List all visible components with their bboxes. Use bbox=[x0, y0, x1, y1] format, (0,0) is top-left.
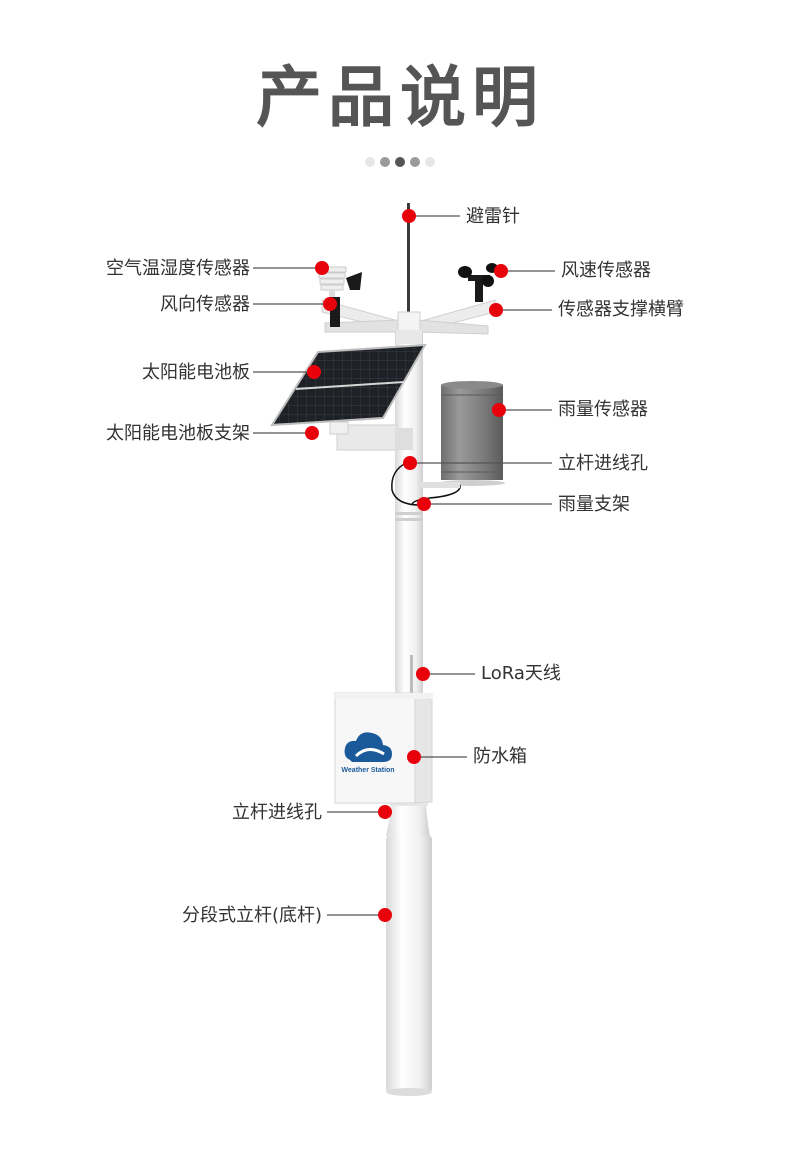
callout-label-pole-cable-hole-lower: 立杆进线孔 bbox=[232, 802, 322, 823]
temp-humidity-shield bbox=[317, 266, 347, 300]
logo-text: Weather Station bbox=[341, 767, 394, 774]
lightning-rod bbox=[407, 203, 410, 328]
pager-dot[interactable] bbox=[395, 157, 405, 167]
callout-label-sensor-crossarm: 传感器支撑横臂 bbox=[558, 299, 684, 320]
marker-temp-humidity-sensor[interactable] bbox=[315, 261, 329, 275]
callout-label-wind-direction-sensor: 风向传感器 bbox=[160, 294, 250, 315]
marker-pole-cable-hole-upper[interactable] bbox=[403, 456, 417, 470]
marker-lora-antenna[interactable] bbox=[416, 667, 430, 681]
solar-bracket-graphic bbox=[329, 421, 413, 451]
callout-label-rain-bracket: 雨量支架 bbox=[558, 494, 630, 515]
marker-solar-panel-bracket[interactable] bbox=[305, 426, 319, 440]
marker-waterproof-box[interactable] bbox=[407, 750, 421, 764]
pager-dots bbox=[0, 157, 800, 167]
page-title: 产品说明 bbox=[256, 59, 544, 136]
pole-collar bbox=[386, 806, 430, 836]
pager-dot[interactable] bbox=[365, 157, 375, 167]
pager-dot[interactable] bbox=[425, 157, 435, 167]
callout-label-lightning-rod: 避雷针 bbox=[466, 206, 520, 227]
cable bbox=[391, 461, 421, 506]
callout-label-solar-panel: 太阳能电池板 bbox=[142, 362, 250, 383]
callout-label-rain-sensor: 雨量传感器 bbox=[558, 399, 648, 420]
marker-solar-panel[interactable] bbox=[307, 365, 321, 379]
rain-gauge bbox=[411, 381, 505, 506]
callout-label-pole-cable-hole-upper: 立杆进线孔 bbox=[558, 453, 648, 474]
sensor-crossarm bbox=[321, 299, 496, 344]
callout-label-solar-panel-bracket: 太阳能电池板支架 bbox=[106, 423, 250, 444]
callout-lines bbox=[253, 215, 555, 916]
callout-label-temp-humidity-sensor: 空气温湿度传感器 bbox=[106, 258, 250, 279]
pager-dot[interactable] bbox=[410, 157, 420, 167]
marker-segmented-pole[interactable] bbox=[378, 908, 392, 922]
callout-label-wind-speed-sensor: 风速传感器 bbox=[561, 260, 651, 281]
callout-label-waterproof-box: 防水箱 bbox=[473, 746, 527, 767]
waterproof-box-graphic: Weather Station bbox=[334, 692, 433, 804]
anemometer bbox=[458, 263, 498, 302]
base-pole bbox=[386, 836, 432, 1092]
marker-pole-cable-hole-lower[interactable] bbox=[378, 805, 392, 819]
callout-markers bbox=[305, 209, 508, 922]
marker-wind-speed-sensor[interactable] bbox=[494, 264, 508, 278]
wind-direction-vane bbox=[330, 272, 362, 327]
marker-rain-sensor[interactable] bbox=[492, 403, 506, 417]
marker-sensor-crossarm[interactable] bbox=[489, 303, 503, 317]
solar-panel-graphic bbox=[270, 343, 427, 427]
lora-antenna-graphic bbox=[410, 655, 413, 693]
callout-label-segmented-pole: 分段式立杆(底杆) bbox=[181, 905, 322, 926]
pager-dot[interactable] bbox=[380, 157, 390, 167]
marker-lightning-rod[interactable] bbox=[402, 209, 416, 223]
callout-label-lora-antenna: LoRa天线 bbox=[481, 663, 561, 684]
marker-wind-direction-sensor[interactable] bbox=[323, 297, 337, 311]
marker-rain-bracket[interactable] bbox=[417, 497, 431, 511]
